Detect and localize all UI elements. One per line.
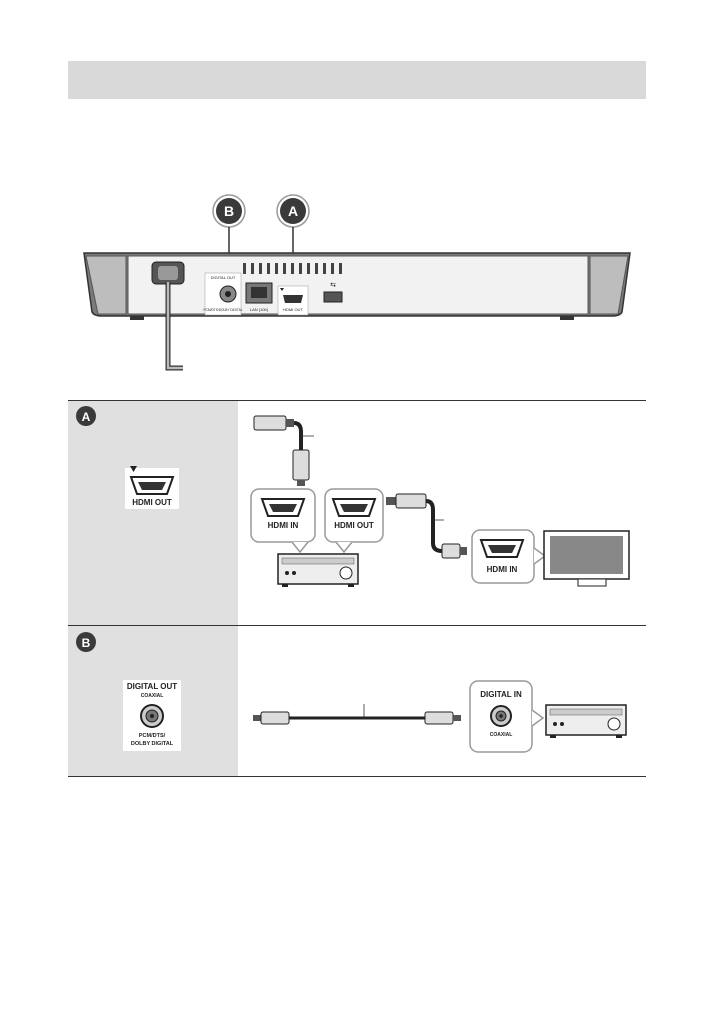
tv-hdmi-in-box: HDMI IN	[471, 529, 547, 584]
svg-text:LAN (100): LAN (100)	[250, 307, 269, 312]
callout-b: B	[212, 194, 246, 228]
section-a-diagram: A HDMI OUT HDMI IN HDMI OUT	[76, 406, 630, 587]
usb-port: ⇆	[323, 282, 343, 303]
svg-text:A: A	[288, 203, 298, 219]
callout-a: A	[276, 194, 310, 228]
hdmi-cable-2	[386, 493, 467, 559]
digital-out-port-illustration: DIGITAL OUT COAXIAL PCM/DTS/ DOLBY DIGIT…	[123, 680, 181, 751]
svg-text:COAXIAL: COAXIAL	[141, 693, 164, 699]
receiver-hdmi-out-box: HDMI OUT	[324, 488, 384, 554]
svg-text:A: A	[82, 410, 91, 424]
player-rear-panel-diagram: B A DIGITAL OUT PCM/DTS/DOLBY DIGITA	[83, 194, 631, 371]
receiver-hdmi-in-box: HDMI IN	[250, 488, 316, 554]
svg-text:B: B	[82, 636, 91, 650]
cell-a-left	[68, 401, 238, 625]
svg-text:HDMI OUT: HDMI OUT	[132, 498, 172, 507]
svg-text:COAXIAL: COAXIAL	[490, 732, 513, 738]
hdmi-out-port-illustration: HDMI OUT	[125, 466, 179, 509]
section-b-diagram: B DIGITAL OUT COAXIAL PCM/DTS/ DOLBY DIG…	[76, 632, 627, 753]
svg-text:HDMI IN: HDMI IN	[487, 565, 518, 574]
section-header-bar	[68, 61, 646, 99]
svg-text:HDMI OUT: HDMI OUT	[283, 307, 303, 312]
lan-port: LAN (100)	[245, 282, 273, 312]
svg-text:DOLBY DIGITAL: DOLBY DIGITAL	[131, 741, 174, 747]
svg-text:DIGITAL IN: DIGITAL IN	[480, 690, 522, 699]
hdmi-cable-1	[253, 415, 314, 486]
svg-text:DIGITAL OUT: DIGITAL OUT	[211, 275, 236, 280]
svg-text:HDMI IN: HDMI IN	[268, 521, 299, 530]
amp-digital-in-box: DIGITAL IN COAXIAL	[469, 680, 545, 753]
badge-a: A	[76, 406, 96, 426]
svg-text:⇆: ⇆	[330, 282, 336, 289]
table-top-rule	[68, 400, 646, 401]
svg-text:B: B	[224, 203, 234, 219]
amplifier-illustration	[545, 704, 627, 738]
table-mid-rule	[68, 625, 646, 626]
hdmi-out-port: HDMI OUT	[277, 285, 309, 316]
coaxial-cable	[253, 704, 461, 725]
vent-slots	[243, 263, 342, 274]
av-receiver-illustration	[277, 553, 359, 587]
svg-text:HDMI OUT: HDMI OUT	[334, 521, 374, 530]
tv-illustration	[543, 530, 630, 587]
table-bottom-rule	[68, 776, 646, 777]
badge-b: B	[76, 632, 96, 652]
svg-text:PCM/DTS/DOLBY DIGITAL: PCM/DTS/DOLBY DIGITAL	[203, 308, 242, 312]
coaxial-jack: DIGITAL OUT PCM/DTS/DOLBY DIGITAL	[203, 272, 243, 316]
svg-text:PCM/DTS/: PCM/DTS/	[139, 733, 166, 739]
power-inlet	[151, 261, 185, 371]
svg-text:DIGITAL OUT: DIGITAL OUT	[127, 682, 177, 691]
